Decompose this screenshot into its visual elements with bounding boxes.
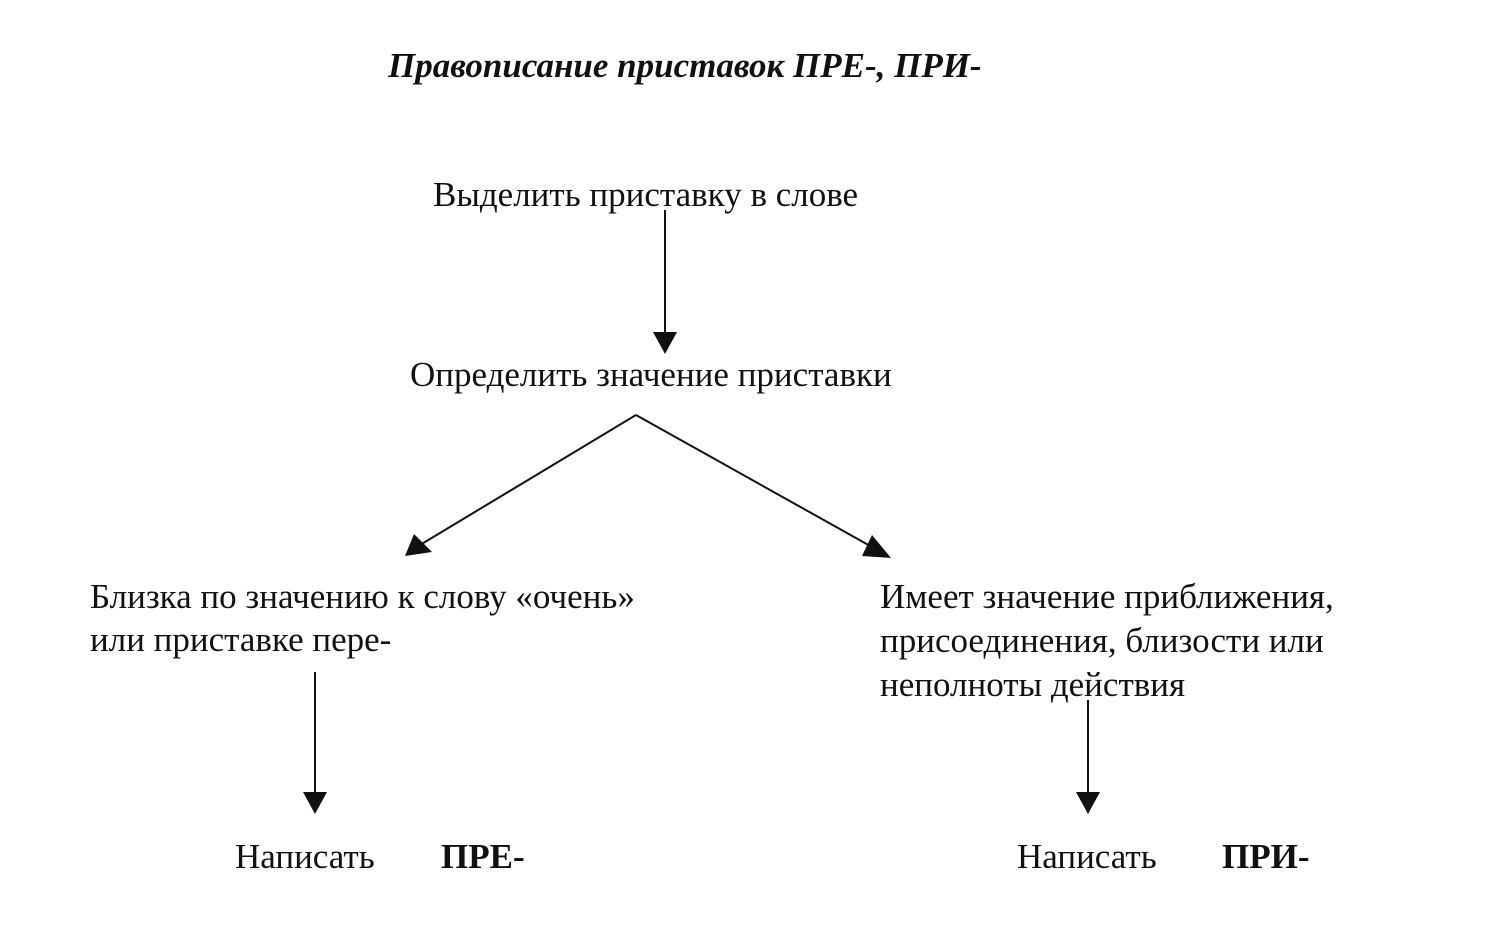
result-left-prefix: ПРЕ-: [441, 837, 525, 876]
arrowhead-down: [303, 792, 327, 814]
diagram-title: Правописание приставок ПРЕ-, ПРИ-: [388, 46, 982, 85]
node-select-prefix: Выделить приставку в слове: [433, 175, 859, 214]
node-left-branch-line: Близка по значению к слову «очень»: [90, 577, 635, 616]
node-right-branch-line: неполноты действия: [880, 665, 1186, 704]
arrowhead-down: [1076, 792, 1100, 814]
node-right-branch-line: Имеет значение приближения,: [880, 577, 1334, 616]
result-right-verb: Написать: [1017, 837, 1157, 876]
arrowhead-right: [862, 535, 891, 558]
node-determine-meaning: Определить значение приставки: [410, 355, 892, 394]
node-right-branch-line: присоединения, близости или: [880, 621, 1324, 660]
arrowhead-left: [405, 534, 432, 556]
result-right-prefix: ПРИ-: [1222, 837, 1310, 876]
arrow-determine-to-right: [635, 414, 873, 548]
arrow-determine-to-left: [419, 414, 637, 546]
result-left-verb: Написать: [235, 837, 375, 876]
arrowhead-down: [653, 332, 677, 354]
node-left-branch-line: или приставке пере-: [90, 620, 392, 659]
